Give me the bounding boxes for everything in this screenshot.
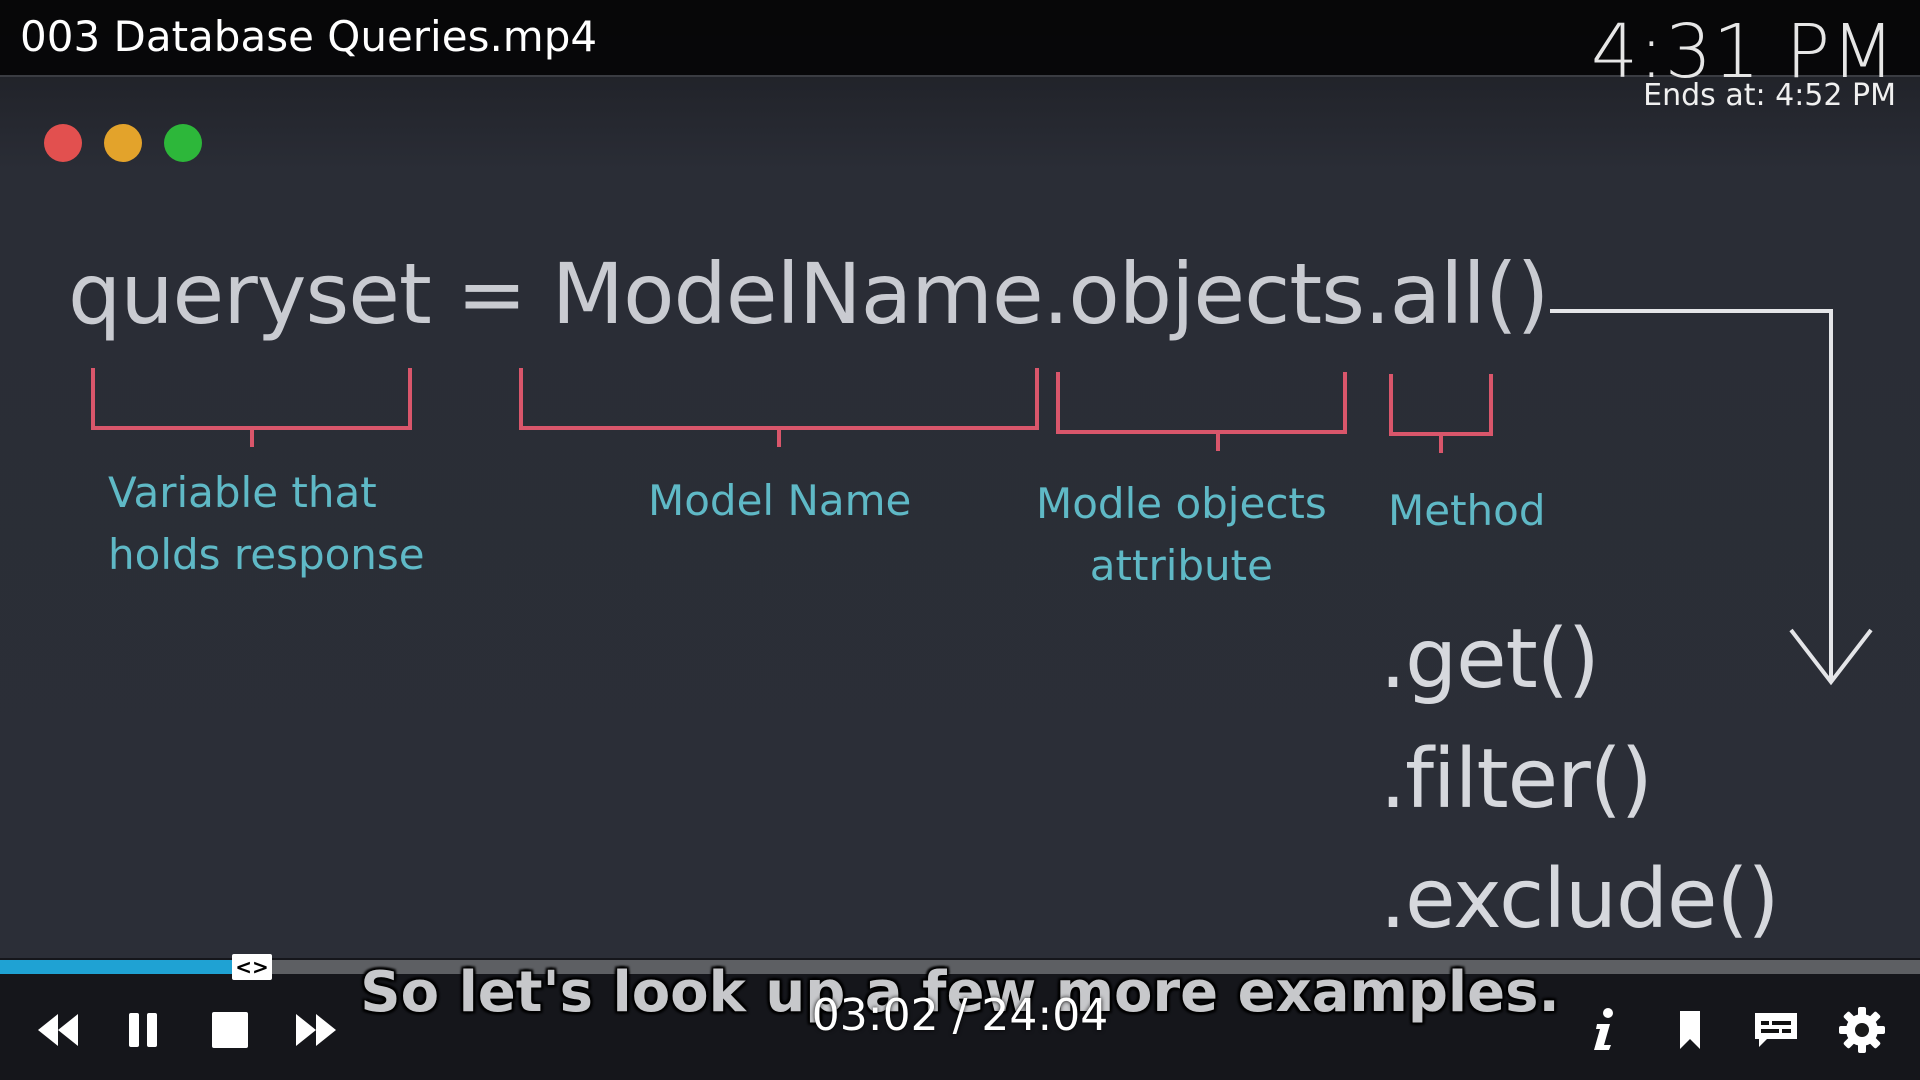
pause-icon [129, 1013, 157, 1047]
stop-icon [212, 1012, 248, 1048]
label-variable-line1: Variable that [108, 468, 377, 517]
label-method: Method [1388, 486, 1546, 535]
window-dot-green [164, 124, 202, 162]
method-filter: .filter() [1380, 732, 1653, 827]
bookmark-button[interactable] [1660, 1000, 1720, 1060]
clock: 4:31 PM [1590, 9, 1896, 95]
seek-bar[interactable]: <> [0, 954, 1920, 980]
label-model-name: Model Name [648, 476, 912, 525]
bracket-method [1389, 374, 1493, 453]
code-line: queryset = ModelName.objects.all() [68, 245, 1549, 343]
bracket-model [519, 368, 1039, 447]
flow-arrow [1550, 309, 1873, 686]
info-icon [1594, 1008, 1613, 1050]
subtitle-text: So let's look up a few more examples. [360, 960, 1560, 1025]
label-objects-line1: Modle objects [1036, 479, 1327, 528]
label-objects-attribute: Modle objects attribute [1036, 473, 1327, 597]
label-variable-line2: holds response [108, 530, 425, 579]
fast-forward-button[interactable] [286, 1000, 346, 1060]
ends-at-time: Ends at: 4:52 PM [1643, 78, 1896, 113]
settings-button[interactable] [1832, 1000, 1892, 1060]
label-objects-line2: attribute [1089, 541, 1273, 590]
video-title: 003 Database Queries.mp4 [20, 12, 598, 61]
top-info-bar: 003 Database Queries.mp4 [0, 0, 1920, 77]
time-display: 03:02 / 24:04 [811, 990, 1109, 1041]
bracket-objects [1056, 372, 1347, 451]
info-button[interactable] [1574, 1000, 1634, 1060]
method-exclude: .exclude() [1380, 852, 1779, 947]
stop-button[interactable] [200, 1000, 260, 1060]
label-variable: Variable that holds response [108, 462, 425, 586]
rewind-icon [38, 1014, 78, 1046]
fast-forward-icon [296, 1014, 336, 1046]
seek-bar-progress [0, 960, 242, 974]
pause-button[interactable] [113, 1000, 173, 1060]
subtitles-button[interactable] [1746, 1000, 1806, 1060]
underline-brackets [91, 368, 1493, 453]
bookmark-icon [1680, 1011, 1700, 1049]
settings-icon [1839, 1007, 1885, 1053]
bracket-variable [91, 368, 412, 447]
subtitles-icon [1755, 1013, 1797, 1047]
window-dot-yellow [104, 124, 142, 162]
method-get: .get() [1380, 612, 1600, 707]
window-dot-red [44, 124, 82, 162]
rewind-button[interactable] [28, 1000, 88, 1060]
seek-handle[interactable]: <> [232, 954, 272, 980]
